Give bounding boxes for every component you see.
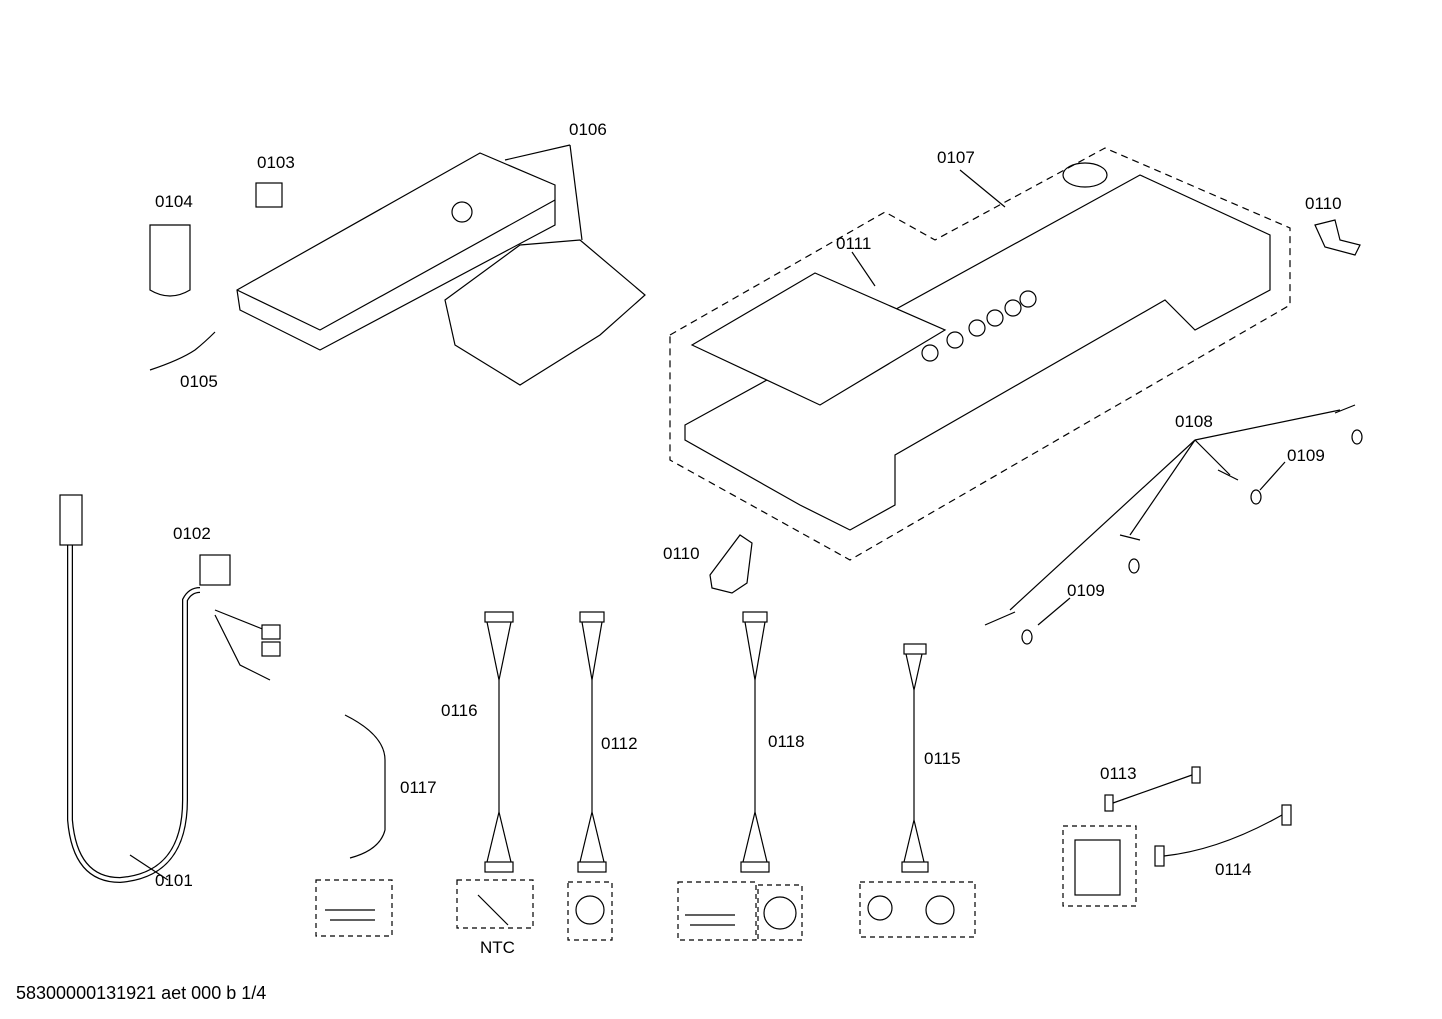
control-module-0106 xyxy=(236,144,646,386)
label-0105: 0105 xyxy=(180,372,218,391)
harness-0113 xyxy=(1104,766,1201,812)
harness-0118 xyxy=(740,611,770,873)
label-0110: 0110 xyxy=(1305,194,1342,213)
clip-0110-right xyxy=(1314,219,1361,256)
label-0113: 0113 xyxy=(1100,764,1137,783)
washers-0109 xyxy=(1021,429,1363,645)
label-0112: 0112 xyxy=(601,734,638,753)
label-0110: 0110 xyxy=(663,544,700,563)
label-0108: 0108 xyxy=(1175,412,1213,431)
control-panel-0107 xyxy=(684,162,1271,531)
label-0115: 0115 xyxy=(924,749,961,768)
connector-0102 xyxy=(199,554,231,586)
screws-0108 xyxy=(984,404,1356,626)
label-0114: 0114 xyxy=(1215,860,1252,879)
harness-0115 xyxy=(901,643,929,873)
filter-0104 xyxy=(149,224,191,297)
label-0118: 0118 xyxy=(768,732,805,751)
label-0101: 0101 xyxy=(155,871,193,890)
label-0106: 0106 xyxy=(569,120,607,139)
label-0102: 0102 xyxy=(173,524,211,543)
label-0104: 0104 xyxy=(155,192,193,211)
label-0109: 0109 xyxy=(1067,581,1105,600)
harness-0116 xyxy=(484,611,514,873)
label-0109: 0109 xyxy=(1287,446,1325,465)
cover-plate-0111 xyxy=(690,272,947,406)
label-0117: 0117 xyxy=(400,778,437,797)
harness-0112 xyxy=(577,611,607,873)
cable-0105 xyxy=(149,331,216,371)
relay-0103 xyxy=(255,182,283,208)
label-0103: 0103 xyxy=(257,153,295,172)
component-boxes xyxy=(315,825,1137,941)
label-0116: 0116 xyxy=(441,701,478,720)
clip-0110-left xyxy=(709,534,753,594)
label-0107: 0107 xyxy=(937,148,975,167)
harness-0114 xyxy=(1154,804,1292,867)
document-footer: 58300000131921 aet 000 b 1/4 xyxy=(16,983,267,1003)
panel-outline-0107 xyxy=(669,147,1291,561)
harness-0117 xyxy=(344,714,386,859)
label-0111: 0111 xyxy=(836,234,872,253)
label-ntc: NTC xyxy=(480,938,515,957)
